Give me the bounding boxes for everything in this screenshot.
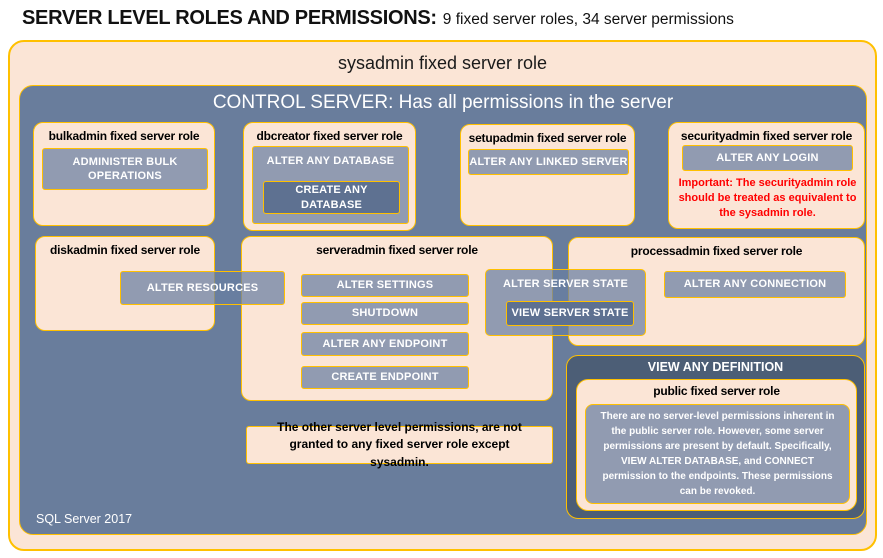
view-any-definition-box: VIEW ANY DEFINITION public fixed server …	[566, 355, 865, 519]
alter-any-database-label: ALTER ANY DATABASE	[266, 154, 395, 167]
permission-alter-any-login: ALTER ANY LOGIN	[682, 145, 853, 171]
processadmin-title: processadmin fixed server role	[630, 244, 803, 258]
permission-create-endpoint: CREATE ENDPOINT	[301, 366, 469, 389]
bulkadmin-title: bulkadmin fixed server role	[48, 129, 200, 143]
serveradmin-title: serveradmin fixed server role	[316, 243, 478, 257]
public-role-description: There are no server-level permissions in…	[585, 404, 850, 504]
diskadmin-title: diskadmin fixed server role	[49, 243, 200, 257]
dbcreator-title: dbcreator fixed server role	[256, 129, 403, 143]
setupadmin-title: setupadmin fixed server role	[468, 131, 627, 145]
control-server-box: CONTROL SERVER: Has all permissions in t…	[19, 85, 867, 535]
public-title: public fixed server role	[653, 384, 780, 398]
role-box-bulkadmin: bulkadmin fixed server role ADMINISTER B…	[33, 122, 215, 226]
permission-view-server-state: VIEW SERVER STATE	[506, 301, 634, 326]
page-title-main: SERVER LEVEL ROLES AND PERMISSIONS:	[22, 7, 437, 29]
permission-alter-any-connection: ALTER ANY CONNECTION	[664, 271, 846, 298]
permission-alter-any-endpoint: ALTER ANY ENDPOINT	[301, 332, 469, 356]
permission-alter-server-state: ALTER SERVER STATE VIEW SERVER STATE	[485, 269, 646, 336]
permission-administer-bulk-operations: ADMINISTER BULK OPERATIONS	[42, 148, 208, 190]
role-box-setupadmin: setupadmin fixed server role ALTER ANY L…	[460, 124, 635, 226]
role-box-securityadmin: securityadmin fixed server role ALTER AN…	[668, 122, 865, 229]
control-server-title: CONTROL SERVER: Has all permissions in t…	[212, 92, 674, 113]
permission-alter-any-linked-server: ALTER ANY LINKED SERVER	[468, 149, 629, 175]
permission-shutdown: SHUTDOWN	[301, 302, 469, 325]
securityadmin-warning: Important: The securityadmin role should…	[678, 177, 857, 219]
role-box-dbcreator: dbcreator fixed server role ALTER ANY DA…	[243, 122, 416, 231]
view-any-definition-label: VIEW ANY DEFINITION	[647, 360, 784, 374]
permission-alter-any-database: ALTER ANY DATABASE CREATE ANY DATABASE	[252, 146, 409, 224]
page-title: SERVER LEVEL ROLES AND PERMISSIONS: 9 fix…	[22, 7, 734, 30]
page-title-sub: 9 fixed server roles, 34 server permissi…	[442, 11, 734, 28]
role-box-public: public fixed server role There are no se…	[576, 379, 857, 511]
other-permissions-note: The other server level permissions, are …	[246, 420, 553, 469]
sysadmin-role-label: sysadmin fixed server role	[337, 53, 548, 73]
securityadmin-title: securityadmin fixed server role	[680, 129, 853, 143]
permission-alter-settings: ALTER SETTINGS	[301, 274, 469, 297]
permission-create-any-database: CREATE ANY DATABASE	[263, 181, 400, 214]
alter-server-state-label: ALTER SERVER STATE	[502, 277, 629, 290]
sql-server-version-label: SQL Server 2017	[36, 512, 133, 526]
sysadmin-role-box: sysadmin fixed server role CONTROL SERVE…	[8, 40, 877, 551]
permission-alter-resources: ALTER RESOURCES	[120, 271, 285, 305]
